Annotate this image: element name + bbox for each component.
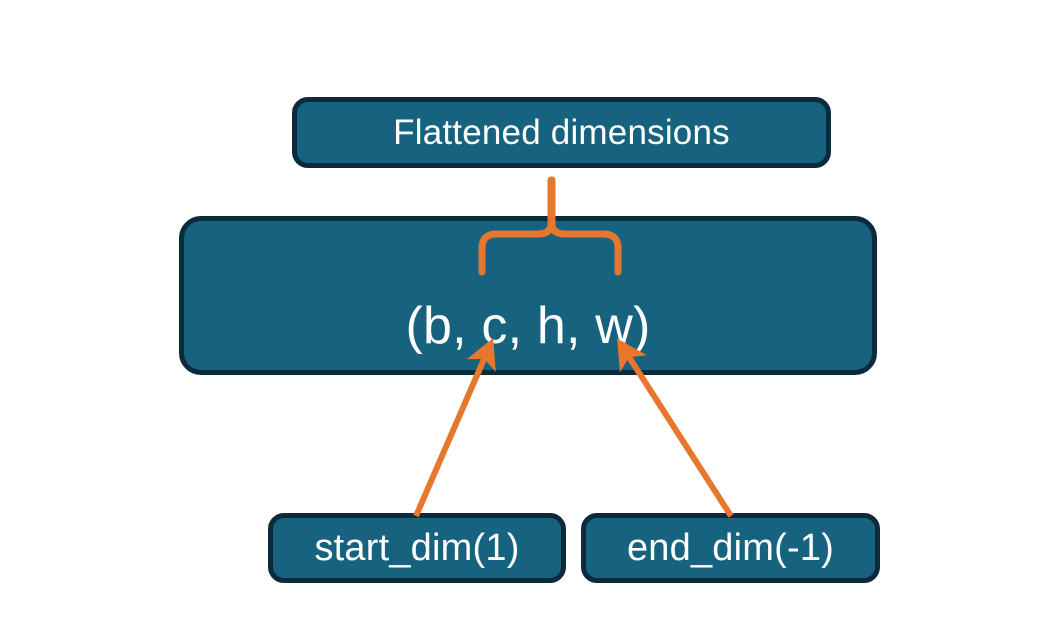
end-dim-box: end_dim(-1): [581, 513, 880, 583]
tensor-shape-box: (b, c, h, w): [179, 216, 877, 375]
flattened-dimensions-box: Flattened dimensions: [292, 97, 831, 168]
start-dim-box: start_dim(1): [268, 513, 566, 583]
start-dim-label: start_dim(1): [314, 527, 520, 569]
flattened-dimensions-label: Flattened dimensions: [393, 113, 730, 152]
end-dim-label: end_dim(-1): [626, 527, 835, 569]
tensor-shape-label: (b, c, h, w): [405, 297, 651, 355]
